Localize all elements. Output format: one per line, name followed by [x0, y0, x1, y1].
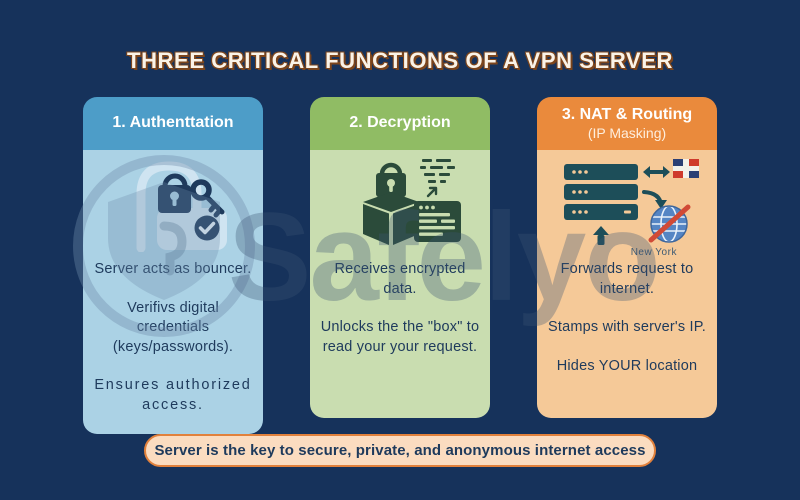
page-title: THREE CRITICAL FUNCTIONS OF A VPN SERVER — [127, 48, 673, 73]
card-decryption: 2. Decryption — [310, 97, 490, 418]
card-authentication: 1. Authenttation — [83, 97, 263, 435]
card-text-line: Receives encrypted data. — [334, 261, 466, 297]
card-text-line: Hides YOUR location — [556, 357, 698, 374]
card-authentication-body: Server acts as bouncer. Verifivs digital… — [83, 150, 263, 435]
cards-row: 1. Authenttation — [0, 97, 800, 435]
card-nat-routing-body: New York Forwards request to internet. S… — [537, 150, 717, 418]
card-authentication-title: 1. Authenttation — [112, 114, 234, 132]
card-authentication-text: Server acts as bouncer. Verifivs digital… — [89, 260, 257, 415]
card-text-line: Verifivs digital credentials (keys/passw… — [112, 299, 234, 355]
card-decryption-body: Receives encrypted data. Unlocks the the… — [310, 150, 490, 418]
locked-box-decrypt-icon — [316, 152, 484, 252]
card-text-line: Server acts as bouncer. — [94, 261, 252, 277]
globe-location-label: New York — [630, 247, 677, 258]
card-text-line: Unlocks the the "box" to read your your … — [320, 319, 480, 355]
card-decryption-header: 2. Decryption — [310, 97, 490, 150]
card-decryption-title: 2. Decryption — [349, 114, 451, 132]
card-text-line: Forwards request to internet. — [560, 261, 694, 297]
server-globe-flag-icon: New York — [543, 152, 711, 258]
card-nat-routing: 3. NAT & Routing (IP Masking) — [537, 97, 717, 418]
card-nat-routing-text: Forwards request to internet. Stamps wit… — [543, 260, 711, 376]
key-takeaway-banner: Server is the key to secure, private, an… — [144, 434, 656, 467]
card-nat-routing-header: 3. NAT & Routing (IP Masking) — [537, 97, 717, 150]
card-authentication-header: 1. Authenttation — [83, 97, 263, 150]
banner-text: Server is the key to secure, private, an… — [154, 442, 646, 459]
card-decryption-text: Receives encrypted data. Unlocks the the… — [316, 260, 484, 357]
card-text-line: Ensures authorized access. — [94, 377, 252, 413]
card-text-line: Stamps with server's IP. — [548, 319, 706, 336]
card-nat-routing-subtitle: (IP Masking) — [587, 124, 667, 141]
lock-key-check-icon — [89, 152, 257, 252]
card-nat-routing-title: 3. NAT & Routing — [561, 106, 693, 124]
